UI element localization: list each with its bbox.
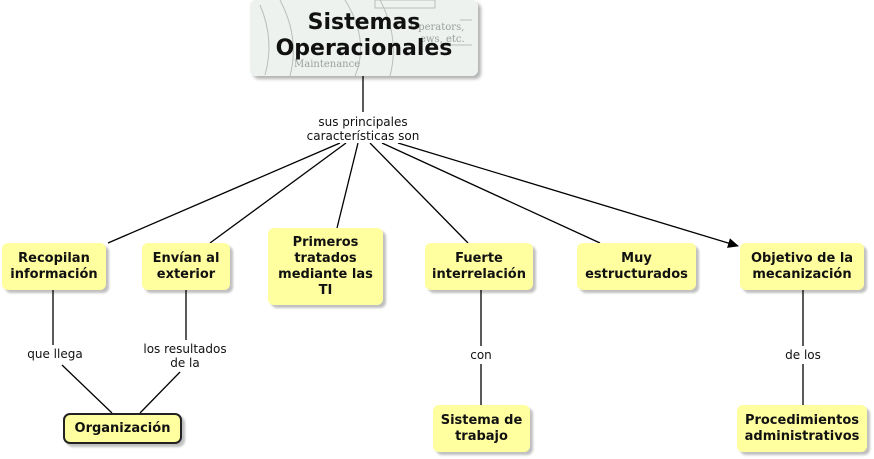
concept-text-line: Objetivo de la [750,250,854,266]
watermark-text-1: Operators, [410,22,465,33]
link-label-con: con [461,348,501,362]
root-concept-sistemas-operacionales[interactable]: Operators, ews, etc. Maintenance Sistema… [250,0,478,76]
concept-text-line: Sistema de [440,412,523,428]
concept-sistema-de-trabajo[interactable]: Sistema de trabajo [433,405,530,452]
concept-text-line: tratados [294,250,357,266]
concept-text-line: información [10,266,98,282]
concept-text-line: Recopilan [18,250,90,266]
concept-muy-estructurados[interactable]: Muy estructurados [577,243,696,290]
concept-text-line: administrativos [744,428,860,444]
root-title-line-1: Sistemas [307,10,421,35]
concept-text-line: interrelación [432,266,526,282]
concept-text-line: exterior [156,266,216,282]
edge-to-envian [209,142,347,244]
concept-text-line: Muy [621,250,652,266]
concept-text-line: estructurados [585,266,688,282]
watermark-text-3: Maintenance [294,59,361,70]
root-background-illustration [259,0,472,76]
concept-text-line: Fuerte [455,250,503,266]
concept-organizacion[interactable]: Organización [63,413,182,444]
link-label-sus-principales: sus principales características son [298,115,428,143]
root-title: Sistemas Operacionales [250,10,478,62]
concept-text-line: Procedimientos [744,412,860,428]
concept-objetivo-mecanizacion[interactable]: Objetivo de la mecanización [740,243,864,290]
concept-text-line: Primeros [292,234,359,250]
root-title-line-2: Operacionales [275,36,453,61]
concept-text-line: mediante las [278,266,373,282]
link-label-line-2: de la [170,356,200,370]
concept-envian-al-exterior[interactable]: Envían al exterior [142,243,230,290]
link-label-line-2: características son [306,129,420,143]
concept-text-line: trabajo [455,428,508,444]
concept-recopilan-informacion[interactable]: Recopilan información [2,243,106,290]
edge-to-primeros [336,142,359,229]
edge-to-fuerte [369,142,469,244]
link-label-line-1: los resultados [143,342,227,356]
concept-text-line: Organización [74,420,171,436]
edge-to-recopilan [107,142,341,244]
edge-resultados-to-org [139,371,181,414]
link-label-que-llega: que llega [20,347,90,361]
link-label-de-los: de los [773,348,833,362]
link-label-line-1: sus principales [318,115,408,129]
concept-text-line: mecanización [752,266,852,282]
edge-que-llega-to-org [61,364,113,414]
watermark-text-2: ews, etc. [420,34,465,45]
link-label-los-resultados: los resultados de la [133,342,237,370]
edge-to-muy [381,142,601,244]
edge-to-objetivo [397,142,739,248]
concept-procedimientos-administrativos[interactable]: Procedimientos administrativos [737,405,867,452]
concept-primeros-tratados[interactable]: Primeros tratados mediante las TI [268,228,383,305]
concept-fuerte-interrelacion[interactable]: Fuerte interrelación [425,243,533,290]
concept-text-line: TI [318,282,333,298]
concept-text-line: Envían al [152,250,220,266]
